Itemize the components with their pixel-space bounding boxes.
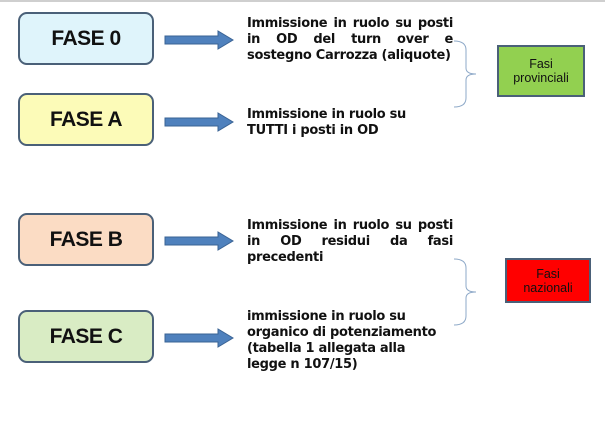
arrow-right-icon [164, 328, 234, 348]
group-label-line: Fasi [536, 266, 560, 281]
arrow-right-icon [164, 112, 234, 132]
group-label-line: provinciali [513, 71, 569, 85]
phase-description-fase-c: immissione in ruolo su organico di poten… [247, 309, 437, 372]
right-brace-icon [453, 258, 477, 326]
phase-box-fase-0: FASE 0 [18, 12, 154, 65]
phase-box-fase-b: FASE B [18, 213, 154, 266]
right-brace-icon [453, 40, 477, 108]
phase-box-fase-c: FASE C [18, 310, 154, 363]
phase-description-fase-a: Immissione in ruolo su TUTTI i posti in … [247, 107, 406, 138]
group-label-line: nazionali [523, 280, 573, 295]
group-label-line: Fasi [529, 57, 553, 71]
phase-description-fase-b: Immissione in ruolo su posti in OD resid… [247, 218, 453, 265]
phase-description-fase-0: Immissione in ruolo su posti in OD del t… [247, 16, 453, 63]
arrow-right-icon [164, 231, 234, 251]
arrow-right-icon [164, 30, 234, 50]
top-border [0, 0, 605, 2]
phase-box-fase-a: FASE A [18, 93, 154, 146]
